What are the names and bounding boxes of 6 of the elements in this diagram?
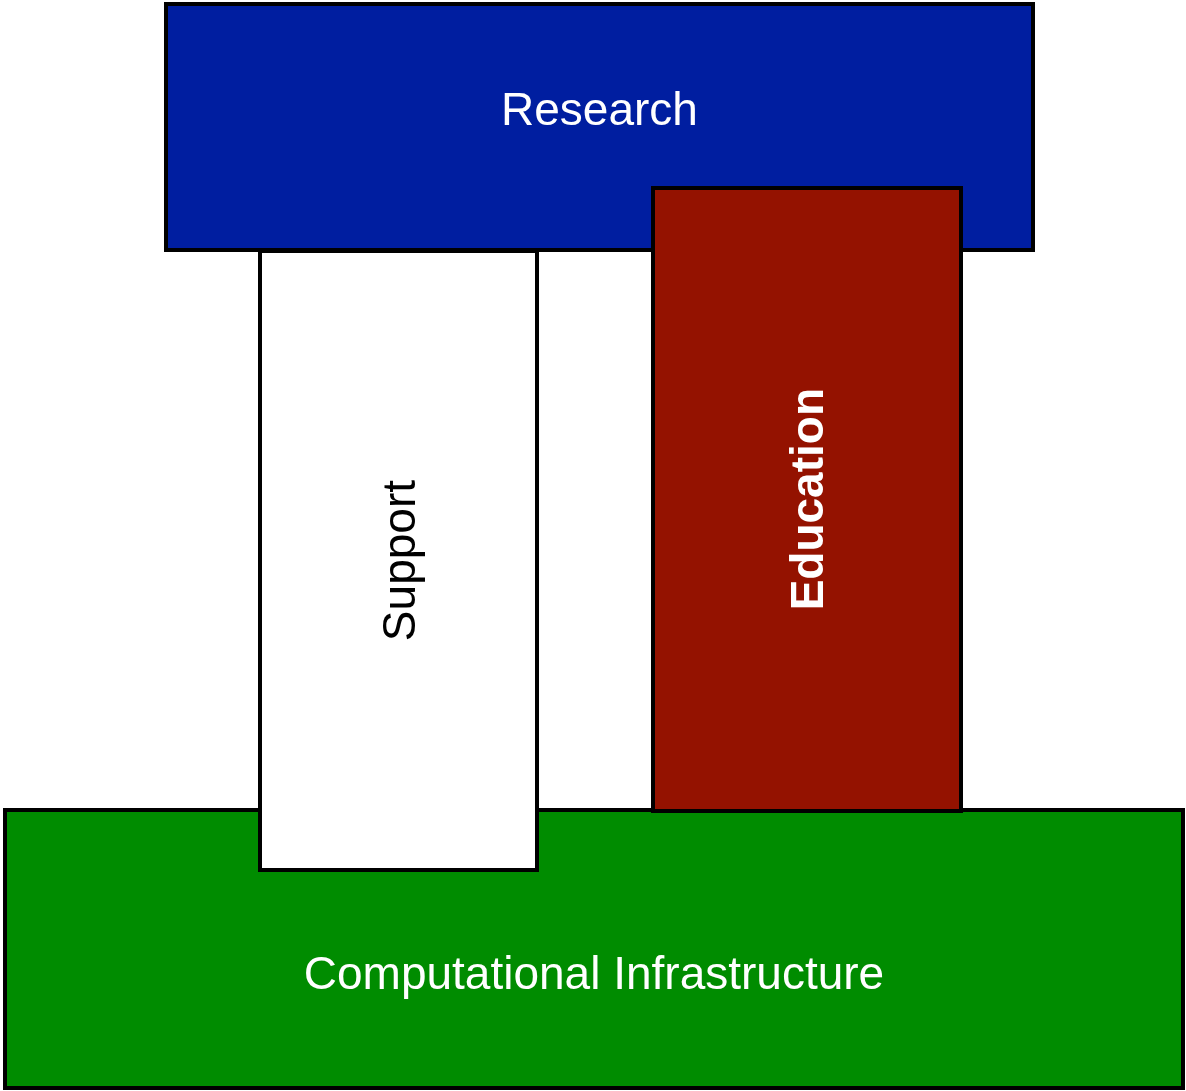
base-block — [3, 808, 1185, 1090]
top-block — [164, 2, 1035, 252]
block-label: Research — [501, 86, 698, 132]
left-pillar — [258, 249, 539, 872]
block-label: Education — [784, 388, 830, 611]
right-pillar — [651, 186, 963, 813]
